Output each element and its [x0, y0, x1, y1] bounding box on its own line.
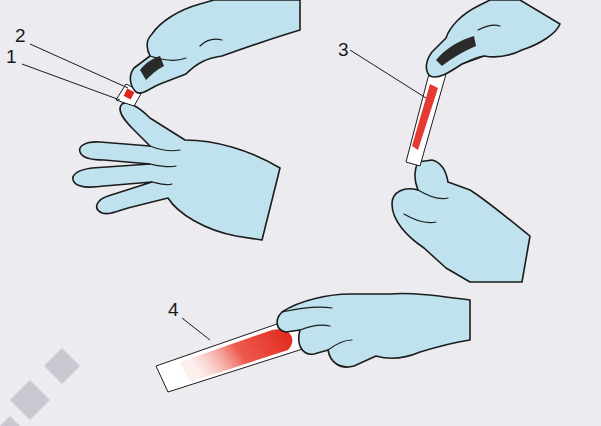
callout-number: 2	[15, 26, 26, 45]
lower-hand	[392, 160, 530, 282]
leader-line	[182, 318, 210, 340]
leader-line	[350, 50, 426, 98]
callout-number: 1	[6, 47, 17, 66]
callout-number: 4	[168, 300, 179, 319]
upper-hand	[130, 0, 300, 93]
leader-line	[30, 44, 128, 88]
lower-hand	[73, 103, 280, 240]
callout-number: 3	[338, 40, 349, 59]
bandage	[406, 70, 446, 166]
watermark-diamonds	[0, 348, 80, 426]
leader-line	[22, 64, 120, 100]
holding-hand	[277, 293, 470, 367]
upper-hand	[426, 0, 560, 77]
